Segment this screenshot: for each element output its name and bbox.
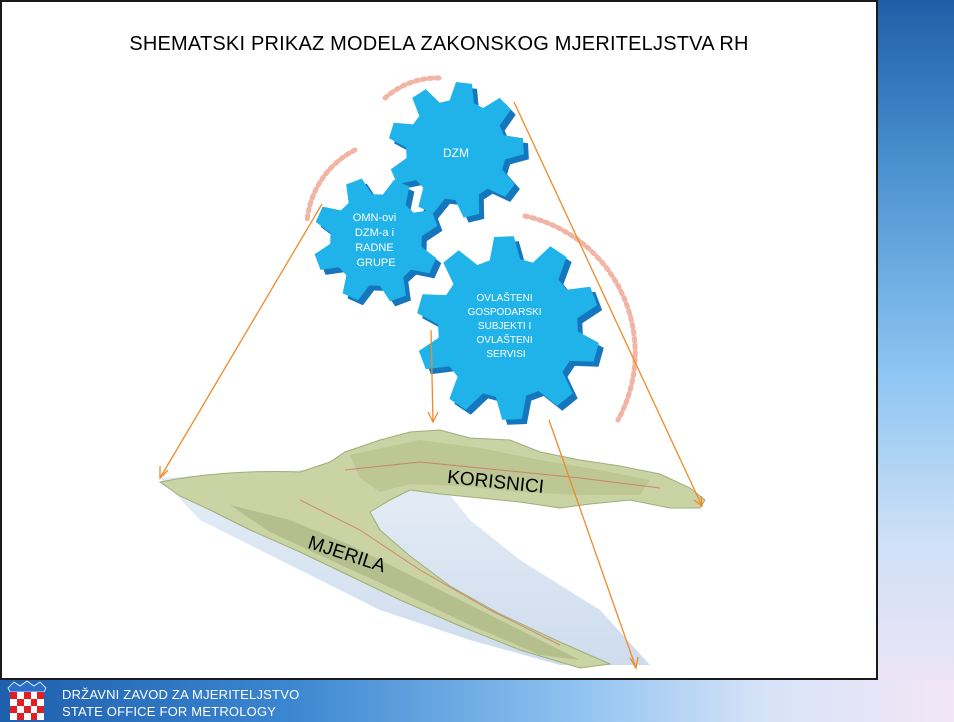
arrow-ovlasteni-to-coast-head xyxy=(629,656,639,670)
slide-title: SHEMATSKI PRIKAZ MODELA ZAKONSKOG MJERIT… xyxy=(129,33,749,55)
gear-omn-line: DZM-a i xyxy=(355,227,394,239)
footer: DRŽAVNI ZAVOD ZA MJERITELJSTVO STATE OFF… xyxy=(0,680,954,722)
arrows xyxy=(159,101,703,670)
croatia-map: KORISNICI MJERILA xyxy=(158,429,706,669)
gear-ovlasteni-line: GOSPODARSKI xyxy=(468,307,542,318)
arrow-ovlasteni-to-map-head xyxy=(427,411,439,424)
croatian-coat-of-arms-icon xyxy=(7,680,47,720)
gear-omn xyxy=(314,178,443,307)
arrow-dzm-to-korisnici xyxy=(513,101,703,507)
map-roads xyxy=(299,461,661,646)
side-gradient-band xyxy=(878,0,954,680)
gear-dzm-line: DZM xyxy=(443,146,469,160)
gear-body xyxy=(417,236,599,420)
legal-metrology-diagram: KORISNICI MJERILA DZM OMN-ovi DZM-a i RA… xyxy=(158,75,706,670)
arrow-ovlasteni-to-map xyxy=(430,329,434,423)
gear-ovlasteni-label: OVLAŠTENI GOSPODARSKI SUBJEKTI I OVLAŠTE… xyxy=(468,291,545,360)
footer-org-name-en: STATE OFFICE FOR METROLOGY xyxy=(62,704,277,719)
gear-ovlasteni xyxy=(417,236,604,425)
gear-ovlasteni-line: SUBJEKTI I xyxy=(478,321,531,332)
map-terrain-coast xyxy=(230,505,580,660)
gear-omn-line: OMN-ovi xyxy=(353,212,396,224)
gear-ovlasteni-line: SERVISI xyxy=(486,349,525,360)
gear-ovlasteni-line: OVLAŠTENI xyxy=(477,333,533,346)
gear-omn-line: GRUPE xyxy=(356,257,395,269)
arrow-dzm-to-korisnici-head xyxy=(693,495,703,508)
arrow-omn-to-mjerila xyxy=(159,203,323,479)
rotation-arcs xyxy=(304,75,638,423)
gear-omn-line: RADNE xyxy=(355,242,394,254)
arrow-ovlasteni-to-coast xyxy=(548,419,637,669)
map-terrain xyxy=(350,440,650,495)
gear-body xyxy=(314,178,438,302)
arc-dzm xyxy=(382,75,443,101)
arc-ovlasteni xyxy=(522,213,638,423)
gear-ovlasteni-line: OVLAŠTENI xyxy=(477,291,533,304)
arc-omn xyxy=(304,147,358,225)
gear-omn-label: OMN-ovi DZM-a i RADNE GRUPE xyxy=(353,212,399,269)
arrow-omn-to-mjerila-head xyxy=(159,466,169,480)
footer-org-name: DRŽAVNI ZAVOD ZA MJERITELJSTVO xyxy=(62,687,300,702)
gear-body xyxy=(389,82,524,218)
gear-dzm xyxy=(389,82,529,223)
gear-dzm-label: DZM xyxy=(443,146,469,160)
